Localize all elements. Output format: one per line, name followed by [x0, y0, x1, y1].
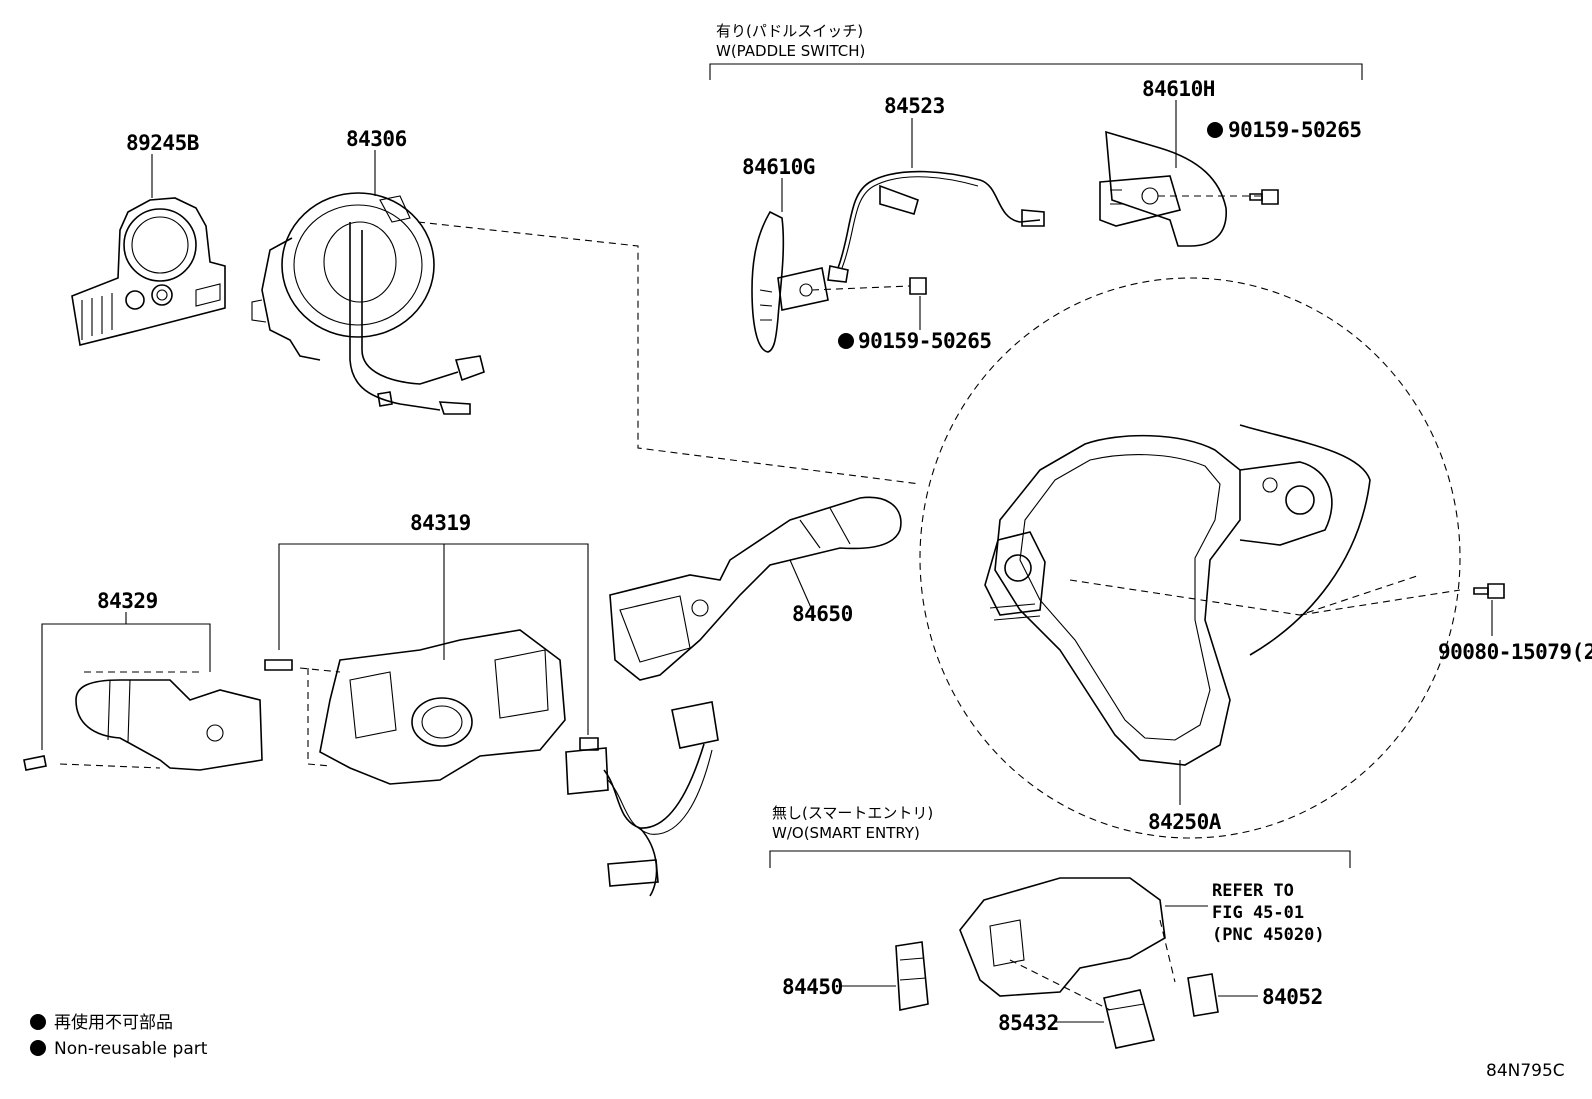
refer-line-1: REFER TO [1212, 881, 1294, 901]
legend-marker-en [30, 1040, 46, 1056]
label-84610H: 84610H [1142, 77, 1215, 101]
legend-marker-jp [30, 1014, 46, 1030]
label-84610G: 84610G [742, 155, 815, 179]
part-84319-harness-drawing [565, 701, 719, 897]
part-84450-drawing [840, 941, 929, 1011]
label-90159-top: 90159-50265 [1228, 118, 1362, 142]
label-84306: 84306 [346, 127, 407, 151]
part-84523-drawing [827, 118, 1045, 283]
label-84450: 84450 [782, 975, 843, 999]
label-89245B: 89245B [126, 131, 199, 155]
label-84052: 84052 [1262, 985, 1323, 1009]
label-85432: 85432 [998, 1011, 1059, 1035]
refer-line-2: FIG 45-01 [1212, 903, 1304, 923]
label-84319: 84319 [410, 511, 471, 535]
part-84329-drawing [23, 612, 263, 771]
part-89245B-drawing [71, 154, 226, 346]
part-84250A-drawing [919, 277, 1461, 839]
screw-90159-bottom-drawing [909, 277, 927, 330]
label-84523: 84523 [884, 94, 945, 118]
leader-84306-to-wheel [417, 221, 921, 485]
part-ignition-body-drawing [959, 877, 1208, 1011]
legend: 再使用不可部品 Non-reusable part [30, 1012, 208, 1059]
label-84250A: 84250A [1148, 810, 1222, 834]
label-90159-bottom: 90159-50265 [858, 329, 992, 353]
bolt-90080-drawing [1473, 583, 1505, 636]
paddle-group-label-en: W(PADDLE SWITCH) [716, 42, 865, 60]
part-84319-drawing [264, 543, 599, 785]
part-84610H-drawing [1099, 100, 1262, 247]
refer-line-3: (PNC 45020) [1212, 925, 1325, 945]
paddle-group-label-jp: 有り(パドルスイッチ) [716, 22, 863, 40]
smart-entry-group-bracket: 無し(スマートエントリ) W/O(SMART ENTRY) [769, 804, 1351, 868]
part-85432-drawing [1056, 989, 1156, 1049]
legend-label-jp: 再使用不可部品 [54, 1012, 173, 1033]
part-84650-drawing [609, 496, 902, 681]
paddle-switch-group-bracket: 有り(パドルスイッチ) W(PADDLE SWITCH) [709, 22, 1363, 80]
part-84052-drawing [1187, 973, 1258, 1017]
non-reusable-marker-top [1207, 122, 1223, 138]
label-84329: 84329 [97, 589, 158, 613]
legend-label-en: Non-reusable part [54, 1039, 208, 1059]
part-84610G-drawing [751, 178, 911, 353]
non-reusable-marker-bottom [838, 333, 854, 349]
part-84306-drawing [251, 150, 485, 415]
smart-entry-label-jp: 無し(スマートエントリ) [772, 804, 933, 822]
label-90080: 90080-15079(2) [1438, 640, 1592, 664]
diagram-code: 84N795C [1486, 1061, 1565, 1081]
label-84650: 84650 [792, 602, 853, 626]
smart-entry-label-en: W/O(SMART ENTRY) [772, 824, 920, 842]
screw-90159-top-drawing [1249, 189, 1279, 205]
